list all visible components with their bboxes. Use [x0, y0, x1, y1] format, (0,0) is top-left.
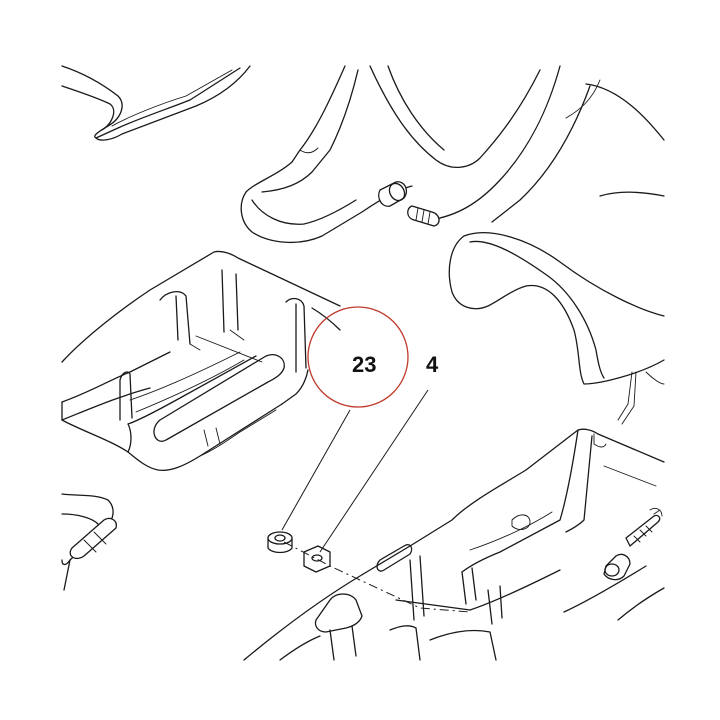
part-bolt: [603, 507, 663, 581]
part-tray: [61, 250, 341, 472]
part-washer: [303, 545, 331, 573]
callout-23-label: 23: [352, 352, 376, 377]
part-lower-clips: [279, 593, 497, 661]
callout-4-label: 4: [426, 352, 439, 377]
part-top-left-cover: [61, 65, 251, 141]
part-right-cover: [448, 83, 665, 425]
callout-4-leader: [319, 389, 429, 553]
callout-23-highlight-circle: [307, 306, 409, 408]
part-housing: [243, 428, 665, 661]
part-top-handle: [240, 65, 601, 244]
part-pin: [378, 181, 408, 207]
assembly-axis: [283, 541, 471, 613]
part-nut: [267, 531, 293, 554]
part-bottom-left-bracket: [61, 493, 117, 591]
callout-23-leader: [281, 409, 351, 531]
part-spring: [407, 205, 440, 227]
